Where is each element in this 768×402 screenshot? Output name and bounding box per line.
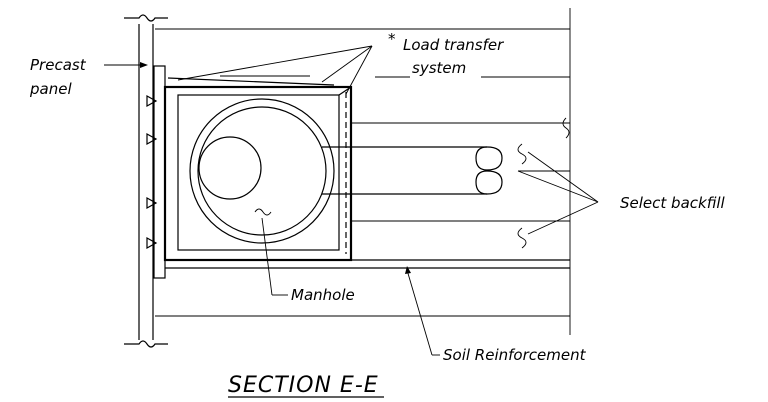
precast-label-line2: panel	[29, 80, 72, 98]
soil-reinforcement-label: Soil Reinforcement	[443, 346, 587, 364]
panel-ties	[146, 94, 158, 250]
manhole-circles	[189, 98, 335, 244]
break-mark-upper	[517, 143, 527, 165]
manhole-label: Manhole	[291, 286, 355, 304]
leaders	[104, 45, 599, 356]
backfill-layers	[155, 8, 571, 335]
manhole-box	[163, 77, 353, 262]
break-mark-lower	[517, 227, 527, 249]
section-title: SECTION E-E	[228, 373, 379, 398]
soil-reinforcement-strip	[165, 259, 570, 269]
load-transfer-label-line2: system	[412, 59, 466, 77]
load-transfer-label-line1: Load transfer	[403, 36, 504, 54]
outlet-pipe	[322, 146, 503, 195]
asterisk-mark: *	[388, 30, 396, 48]
precast-label-line1: Precast	[30, 56, 87, 74]
select-backfill-label: Select backfill	[620, 194, 726, 212]
